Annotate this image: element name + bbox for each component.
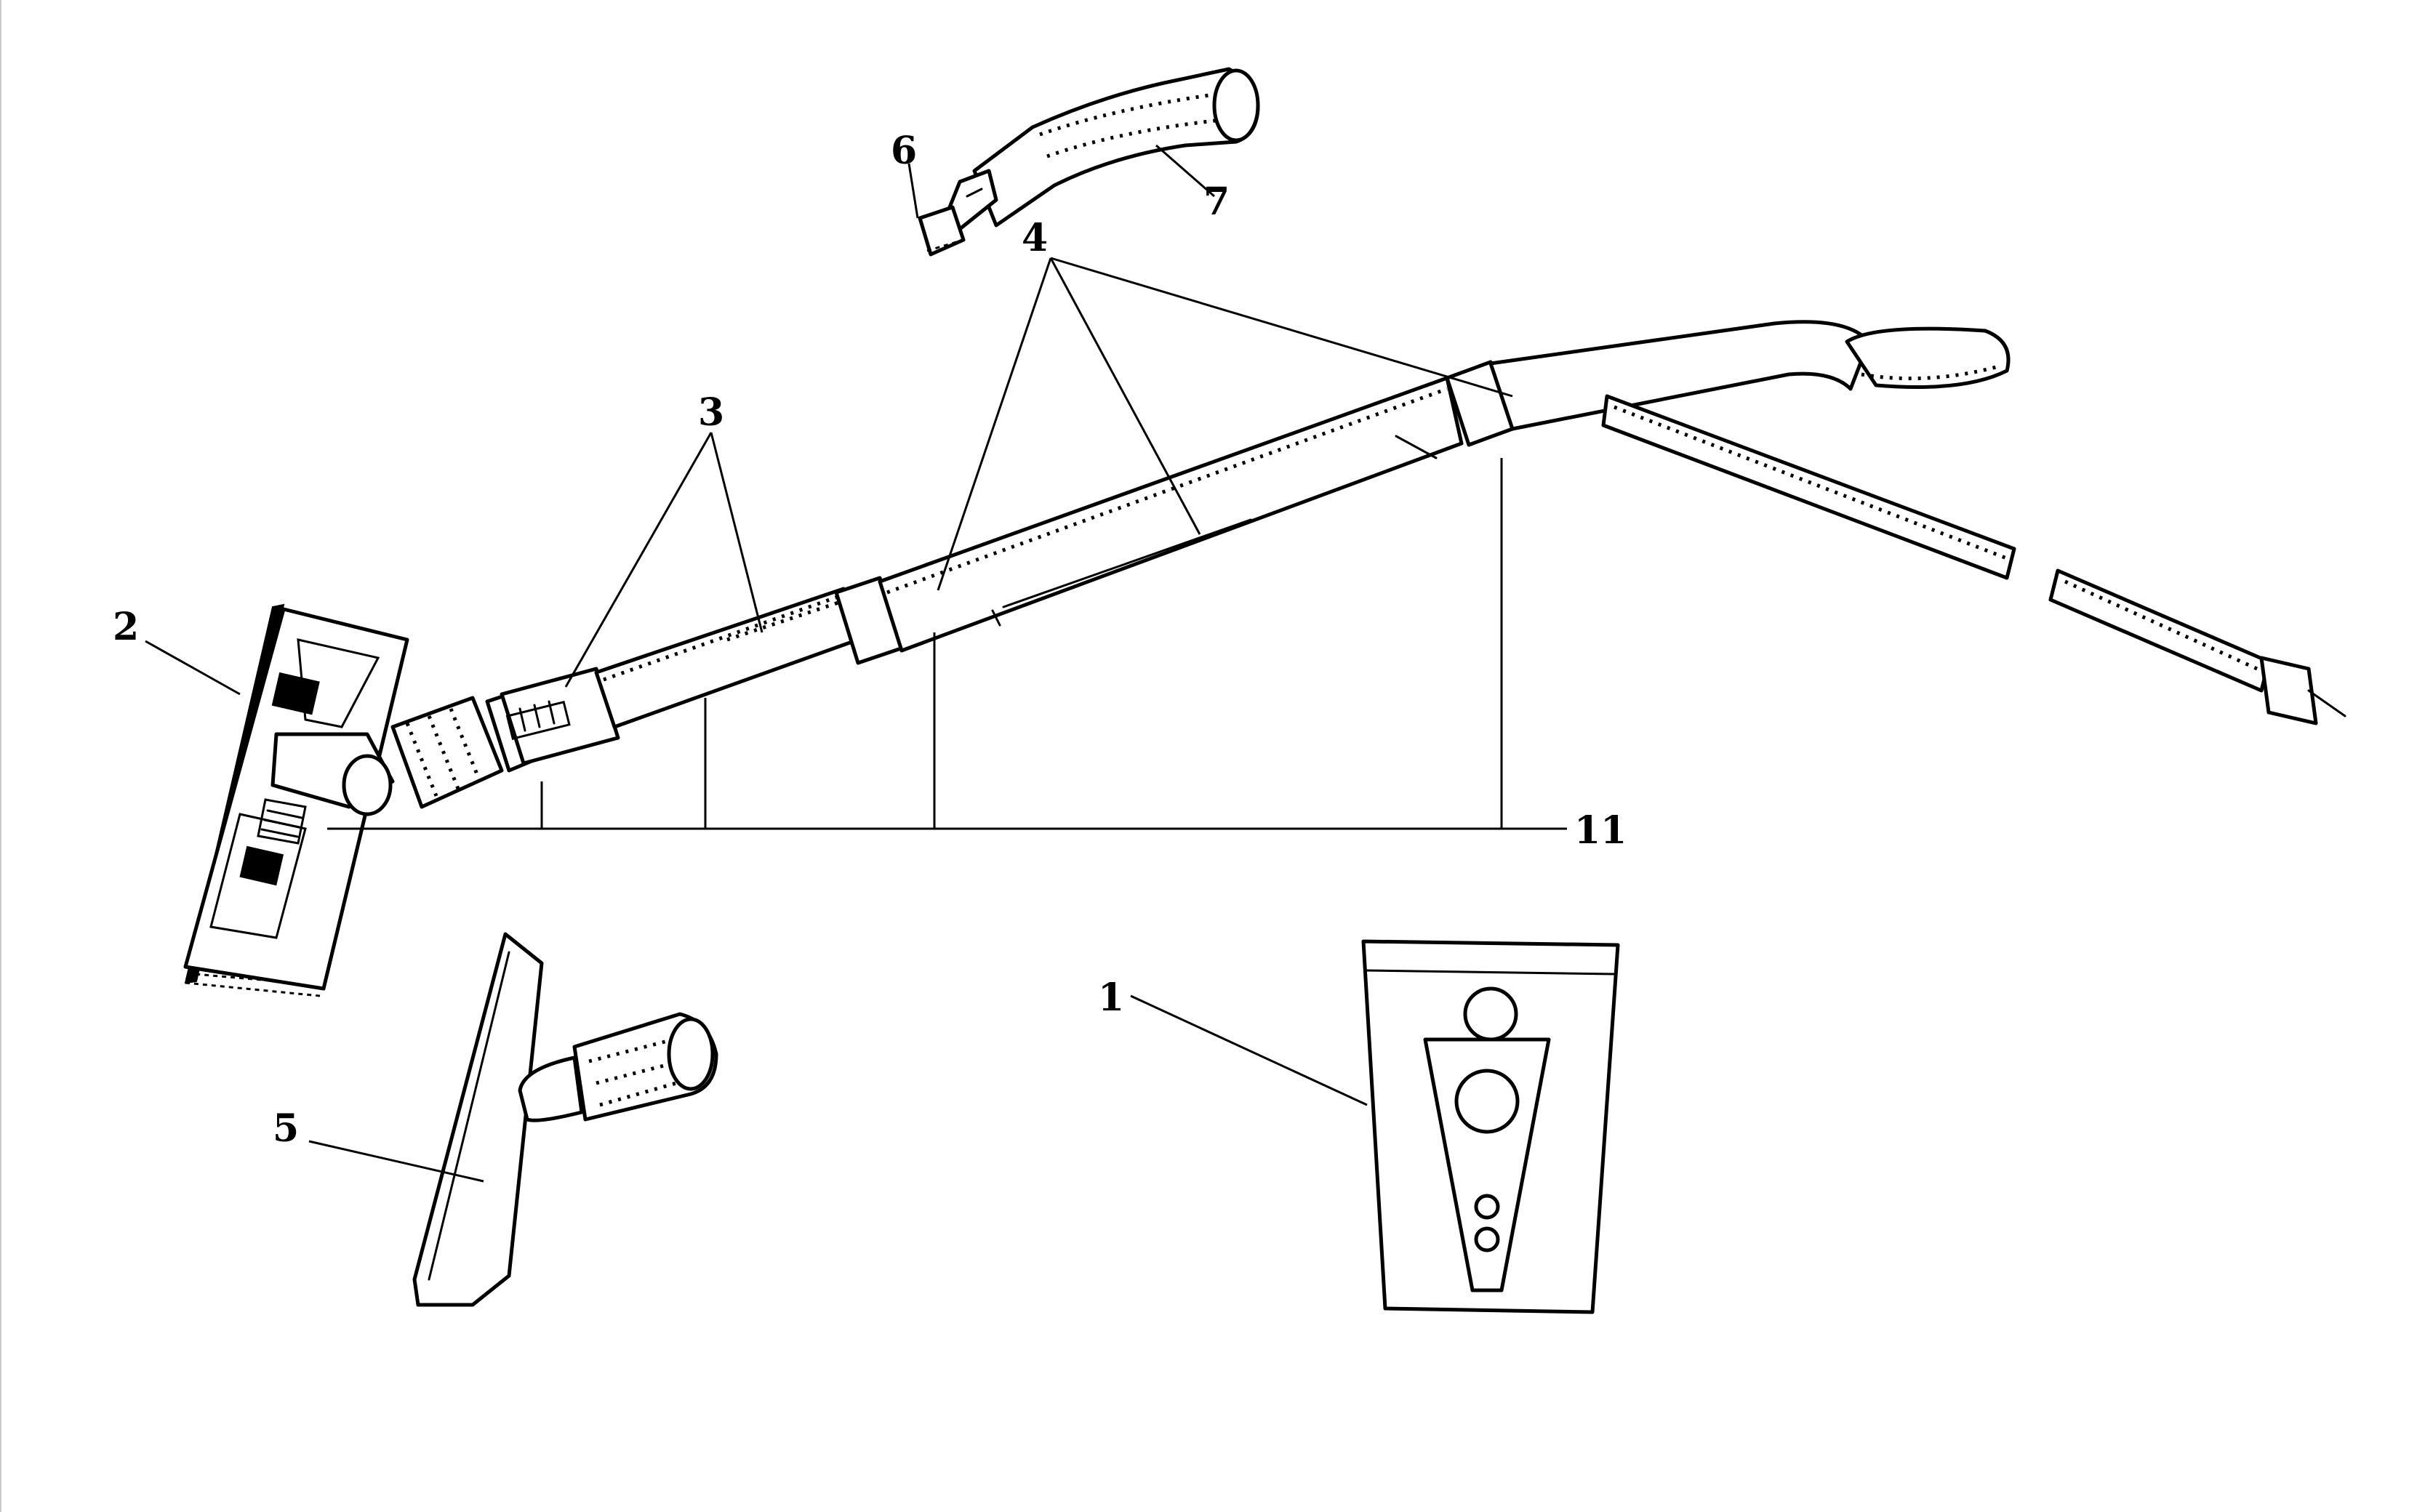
- callout-2: 2: [113, 605, 139, 649]
- round-brush: [918, 205, 966, 257]
- suction-hose: [1601, 394, 2346, 725]
- callout-5: 5: [273, 1106, 299, 1151]
- mouthpiece-plate: [1361, 939, 1620, 1314]
- squeegee-tool: [412, 932, 718, 1307]
- hand-nozzle: [943, 67, 1260, 231]
- callout-labels: 2 3 4 6 7 11 5 1: [113, 129, 1627, 1151]
- callout-4: 4: [1022, 216, 1048, 260]
- callout-7: 7: [1203, 180, 1230, 224]
- callout-1: 1: [1098, 976, 1124, 1020]
- page-left-border: [0, 0, 1, 1512]
- leader-lines: [145, 144, 1567, 1183]
- callout-3: 3: [698, 390, 724, 435]
- extension-tubes: [500, 320, 2011, 765]
- callout-11: 11: [1574, 808, 1627, 853]
- callout-6: 6: [891, 129, 917, 173]
